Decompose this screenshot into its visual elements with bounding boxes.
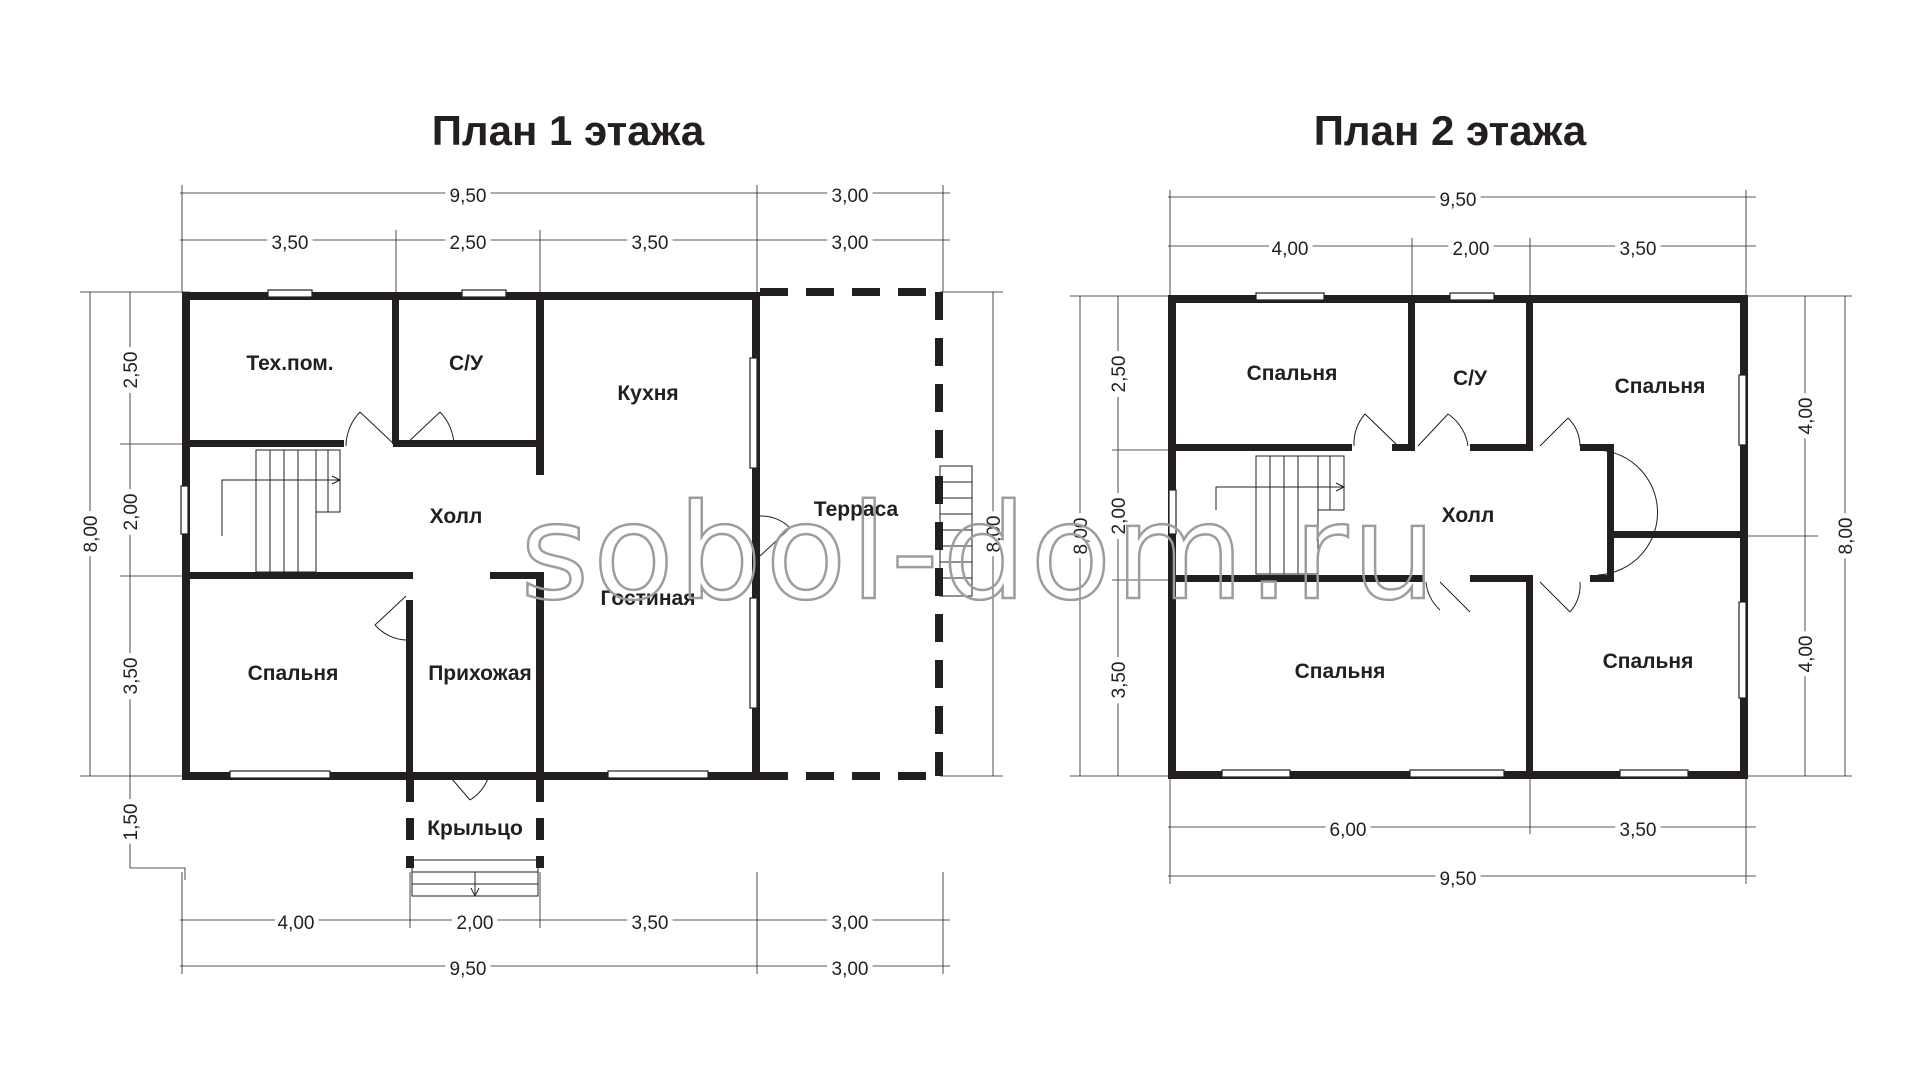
f1-dim-top-terrace: 3,00 <box>832 186 869 207</box>
floor1-doors <box>345 411 791 801</box>
floor1-windows <box>180 289 758 779</box>
floor2-dimension-labels: 9,50 4,00 2,00 3,50 2,50 2,00 3,50 8,00 … <box>1066 185 1862 895</box>
f1-dim-left-c: 3,50 <box>121 658 142 695</box>
f1-dim-left-d: 1,50 <box>121 804 142 841</box>
f1-dim-bottom-a: 4,00 <box>278 913 315 934</box>
porch-steps <box>411 859 539 898</box>
floor1-title: План 1 этажа <box>432 107 705 154</box>
floor1-room-entry: Прихожая <box>428 662 532 685</box>
f2-dim-top-total: 9,50 <box>1440 190 1477 211</box>
f2-dim-left-total: 8,00 <box>1071 518 1092 555</box>
f2-dim-right-a: 4,00 <box>1796 398 1817 435</box>
floor1-dimension-lines <box>80 185 1003 974</box>
f1-dim-top-b: 2,50 <box>450 233 487 254</box>
floor2-windows <box>1168 292 1747 778</box>
floor1-room-living: Гостиная <box>601 587 696 610</box>
floor2-room-bedroom-nw: Спальня <box>1247 362 1338 385</box>
floor1-dimension-labels: 9,50 3,00 3,50 2,50 3,50 3,00 2,50 2,00 … <box>76 181 1010 985</box>
f2-dim-top-b: 2,00 <box>1453 239 1490 260</box>
f2-dim-top-c: 3,50 <box>1620 239 1657 260</box>
floor2-doors <box>1353 413 1658 613</box>
f2-dim-left-a: 2,50 <box>1109 356 1130 393</box>
floor1-room-terrace: Терраса <box>814 498 899 521</box>
floor2-room-bedroom-sw: Спальня <box>1295 660 1386 683</box>
floor1-room-tech: Тех.пом. <box>246 352 333 375</box>
floor2-room-bedroom-se: Спальня <box>1603 650 1694 673</box>
floor2-room-bedroom-ne: Спальня <box>1615 375 1706 398</box>
f2-dim-top-a: 4,00 <box>1272 239 1309 260</box>
f1-dim-bottom-terrace: 3,00 <box>832 913 869 934</box>
f1-dim-bottom-terrace2: 3,00 <box>832 959 869 980</box>
f1-dim-top-total: 9,50 <box>450 186 487 207</box>
f2-dim-right-b: 4,00 <box>1796 636 1817 673</box>
f2-dim-bottom-b: 3,50 <box>1620 820 1657 841</box>
floor1-room-bedroom: Спальня <box>248 662 339 685</box>
floor2-dimension-lines <box>1070 190 1852 884</box>
floor1-dashed-outlines <box>406 288 943 868</box>
floor1-plan: Тех.пом. С/У Кухня Холл Гостиная Терраса… <box>76 181 1010 985</box>
floor2-room-hall: Холл <box>1442 504 1495 527</box>
floor2-room-bath: С/У <box>1453 367 1488 390</box>
floor1-room-porch: Крыльцо <box>427 817 523 840</box>
f1-dim-bottom-b: 2,00 <box>457 913 494 934</box>
watermark: sobol-dom.ru <box>520 476 1439 630</box>
f1-dim-bottom-c: 3,50 <box>632 913 669 934</box>
f2-dim-bottom-a: 6,00 <box>1330 820 1367 841</box>
f2-dim-left-c: 3,50 <box>1109 662 1130 699</box>
f2-dim-bottom-total: 9,50 <box>1440 869 1477 890</box>
f1-dim-left-b: 2,00 <box>121 494 142 531</box>
f1-dim-top-c: 3,50 <box>632 233 669 254</box>
f1-dim-bottom-total: 9,50 <box>450 959 487 980</box>
floor1-staircase <box>221 449 342 573</box>
floor1-room-kitchen: Кухня <box>617 382 678 405</box>
floor1-room-hall: Холл <box>430 505 483 528</box>
f2-dim-right-total: 8,00 <box>1836 518 1857 555</box>
floor2-plan: Спальня С/У Спальня Холл Спальня Спальня… <box>1066 185 1862 895</box>
terrace-steps <box>939 465 973 597</box>
f1-dim-left-a: 2,50 <box>121 352 142 389</box>
f1-dim-right-total: 8,00 <box>984 516 1005 553</box>
f1-dim-left-total: 8,00 <box>81 516 102 553</box>
floor2-staircase <box>1215 455 1346 575</box>
f1-dim-top-a: 3,50 <box>272 233 309 254</box>
floor2-title: План 2 этажа <box>1314 107 1587 154</box>
f2-dim-left-b: 2,00 <box>1109 498 1130 535</box>
floor1-room-bath: С/У <box>449 352 484 375</box>
f1-dim-top-terrace2: 3,00 <box>832 233 869 254</box>
